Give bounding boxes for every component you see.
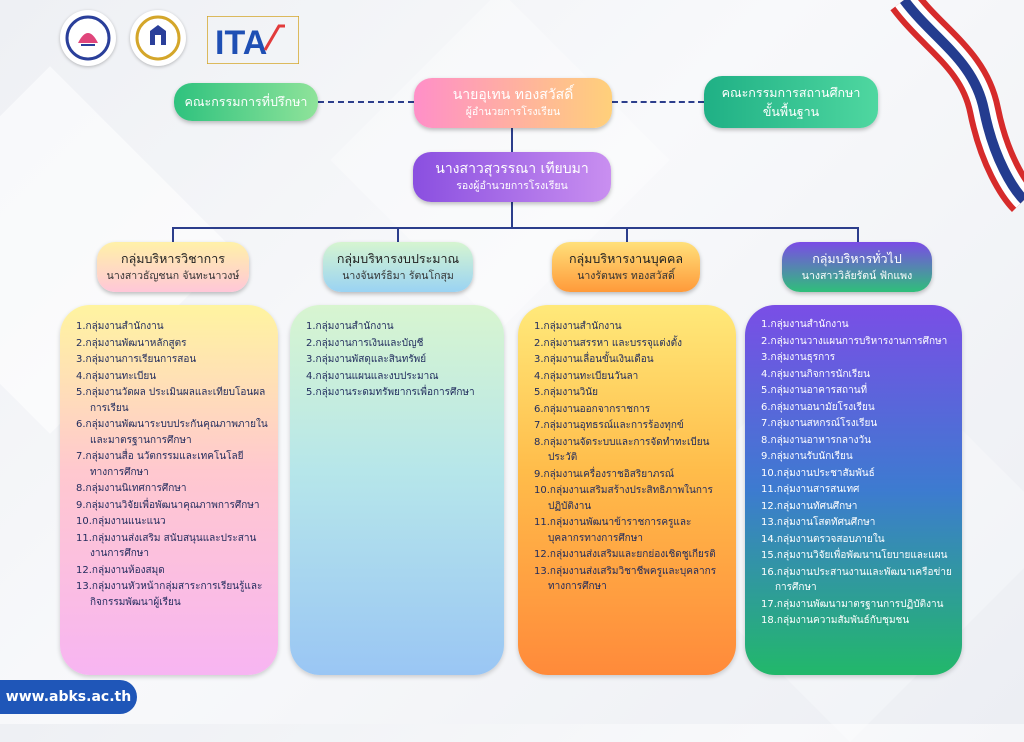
group-budget-head: นางจันทร์ธิมา รัตนโกสุม: [342, 270, 454, 282]
list-item: 11.กลุ่มงานสารสนเทศ: [761, 484, 860, 495]
budget-task-list: 1.กลุ่มงานสำนักงาน 2.กลุ่มงานการเงินและบ…: [290, 305, 504, 675]
connector-director-deputy: [511, 126, 513, 152]
director-box: นายอุเทน ทองสวัสดิ์ ผู้อำนวยการโรงเรียน: [414, 78, 612, 128]
group-personnel-head: นางรัตนพร ทองสวัสดิ์: [577, 270, 675, 282]
list-item: 9.กลุ่มงานเครื่องราชอิสริยาภรณ์: [534, 468, 674, 480]
emblem-logo-icon: [130, 10, 186, 66]
list-item: 13.กลุ่มงานส่งเสริมวิชาชีพครูและบุคลากรท…: [534, 565, 717, 593]
list-item: 4.กลุ่มงานแผนและงบประมาณ: [306, 370, 439, 382]
list-item: 9.กลุ่มงานรับนักเรียน: [761, 451, 853, 462]
group-budget-title: กลุ่มบริหารงบประมาณ: [336, 251, 460, 266]
advisory-committee-label: คณะกรรมการที่ปรึกษา: [184, 94, 308, 109]
list-item: 5.กลุ่มงานอาคารสถานที่: [761, 385, 868, 396]
connector-group-4: [857, 227, 859, 244]
list-item: 14.กลุ่มงานตรวจสอบภายใน: [761, 533, 885, 545]
connector-group-1: [172, 227, 174, 244]
academic-task-list: 1.กลุ่มงานสำนักงาน 2.กลุ่มงานพัฒนาหลักสู…: [60, 305, 278, 675]
general-task-list: 1.กลุ่มงานสำนักงาน 2.กลุ่มงานวางแผนการบร…: [745, 305, 962, 675]
list-item: 15.กลุ่มงานวิจัยเพื่อพัฒนานโยบายและแผน: [761, 550, 948, 561]
group-academic-title: กลุ่มบริหารวิชาการ: [121, 251, 225, 266]
list-item: 8.กลุ่มงานอาหารกลางวัน: [761, 434, 871, 446]
list-item: 7.กลุ่มงานสื่อ นวัตกรรมและเทคโนโลยีทางกา…: [76, 451, 244, 478]
group-budget-box: กลุ่มบริหารงบประมาณ นางจันทร์ธิมา รัตนโก…: [323, 242, 473, 292]
connector-deputy-down: [511, 200, 513, 228]
list-item: 4.กลุ่มงานทะเบียนวันลา: [534, 370, 639, 382]
list-item: 5.กลุ่มงานระดมทรัพยากรเพื่อการศึกษา: [306, 387, 475, 398]
personnel-task-list: 1.กลุ่มงานสำนักงาน 2.กลุ่มงานสรรหา และบร…: [518, 305, 736, 675]
list-item: 3.กลุ่มงานเลื่อนขั้นเงินเดือน: [534, 354, 654, 365]
list-item: 13.กลุ่มงานโสตทัศนศึกษา: [761, 517, 876, 528]
list-item: 8.กลุ่มงานนิเทศการศึกษา: [76, 483, 187, 494]
list-item: 6.กลุ่มงานอนามัยโรงเรียน: [761, 401, 875, 413]
list-item: 12.กลุ่มงานห้องสมุด: [76, 564, 165, 576]
list-item: 11.กลุ่มงานพัฒนาข้าราชการครูและบุคลากรทา…: [534, 517, 692, 544]
list-item: 18.กลุ่มงานความสัมพันธ์กับชุมชน: [761, 615, 910, 626]
list-item: 13.กลุ่มงานหัวหน้ากลุ่มสาระการเรียนรู้แล…: [76, 581, 263, 608]
list-item: 3.กลุ่มงานการเรียนการสอน: [76, 354, 197, 365]
list-item: 1.กลุ่มงานสำนักงาน: [534, 321, 622, 332]
list-item: 16.กลุ่มงานประสานงานและพัฒนาเครือข่ายการ…: [761, 566, 952, 594]
ita-logo-text: ITA: [215, 24, 267, 62]
list-item: 3.กลุ่มงานพัสดุและสินทรัพย์: [306, 354, 427, 365]
connector-group-3: [626, 227, 628, 244]
group-academic-head: นางสาวธัญชนก จันทะนาวงษ์: [106, 270, 240, 282]
basic-committee-line1: คณะกรรมการสถานศึกษา: [721, 84, 861, 100]
list-item: 6.กลุ่มงานออกจากราชการ: [534, 403, 651, 415]
group-personnel-box: กลุ่มบริหารงานบุคคล นางรัตนพร ทองสวัสดิ์: [552, 242, 700, 292]
list-item: 5.กลุ่มงานวินัย: [534, 387, 598, 398]
list-item: 4.กลุ่มงานทะเบียน: [76, 370, 157, 382]
list-item: 6.กลุ่มงานพัฒนาระบบประกันคุณภาพภายใน และ…: [76, 419, 268, 446]
list-item: 3.กลุ่มงานธุรการ: [761, 352, 836, 363]
list-item: 7.กลุ่มงานสหกรณ์โรงเรียน: [761, 418, 878, 429]
basic-committee-line2: ขั้นพื้นฐาน: [762, 103, 820, 119]
website-link[interactable]: www.abks.ac.th: [0, 680, 137, 714]
deputy-name: นางสาวสุวรรณา เทียบมา: [435, 161, 589, 177]
list-item: 5.กลุ่มงานวัดผล ประเมินผลและเทียบโอนผลกา…: [76, 387, 266, 414]
director-title: ผู้อำนวยการโรงเรียน: [465, 106, 561, 118]
list-item: 17.กลุ่มงานพัฒนามาตรฐานการปฏิบัติงาน: [761, 598, 944, 610]
list-item: 11.กลุ่มงานส่งเสริม สนับสนุนและประสานงาน…: [76, 532, 257, 560]
list-item: 2.กลุ่มงานสรรหา และบรรจุแต่งตั้ง: [534, 337, 682, 349]
deputy-box: นางสาวสุวรรณา เทียบมา รองผู้อำนวยการโรงเ…: [413, 152, 611, 202]
list-item: 1.กลุ่มงานสำนักงาน: [761, 319, 849, 330]
group-academic-box: กลุ่มบริหารวิชาการ นางสาวธัญชนก จันทะนาว…: [97, 242, 249, 292]
basic-committee-box: คณะกรรมการสถานศึกษา ขั้นพื้นฐาน: [704, 76, 878, 128]
list-item: 8.กลุ่มงานจัดระบบและการจัดทำทะเบียนประวั…: [534, 436, 710, 464]
list-item: 2.กลุ่มงานการเงินและบัญชี: [306, 337, 424, 349]
website-url[interactable]: www.abks.ac.th: [5, 689, 132, 705]
group-general-title: กลุ่มบริหารทั่วไป: [812, 251, 902, 266]
advisory-committee-box: คณะกรรมการที่ปรึกษา: [174, 83, 318, 121]
group-general-box: กลุ่มบริหารทั่วไป นางสาววิลัยรัตน์ ฟักแพ…: [782, 242, 932, 292]
deputy-title: รองผู้อำนวยการโรงเรียน: [456, 180, 568, 192]
list-item: 9.กลุ่มงานวิจัยเพื่อพัฒนาคุณภาพการศึกษา: [76, 499, 260, 511]
list-item: 10.กลุ่มงานแนะแนว: [76, 516, 166, 527]
list-item: 12.กลุ่มงานทัศนศึกษา: [761, 500, 858, 512]
list-item: 4.กลุ่มงานกิจการนักเรียน: [761, 368, 870, 380]
group-personnel-title: กลุ่มบริหารงานบุคคล: [568, 251, 684, 266]
connector-advisory: [318, 101, 414, 103]
connector-committee: [612, 101, 704, 103]
list-item: 2.กลุ่มงานวางแผนการบริหารงานการศึกษา: [761, 335, 948, 347]
thai-flag-ribbon-icon: [890, 0, 1024, 213]
group-general-head: นางสาววิลัยรัตน์ ฟักแพง: [801, 270, 913, 282]
list-item: 2.กลุ่มงานพัฒนาหลักสูตร: [76, 337, 187, 349]
director-name: นายอุเทน ทองสวัสดิ์: [452, 87, 574, 103]
list-item: 10.กลุ่มงานประชาสัมพันธ์: [761, 467, 875, 479]
school-logo-icon: [60, 10, 116, 66]
list-item: 1.กลุ่มงานสำนักงาน: [76, 321, 164, 332]
ita-logo-icon: ITA: [206, 15, 300, 65]
list-item: 7.กลุ่มงานอุทธรณ์และการร้องทุกข์: [534, 420, 684, 431]
connector-group-2: [397, 227, 399, 244]
list-item: 1.กลุ่มงานสำนักงาน: [306, 321, 394, 332]
list-item: 10.กลุ่มงานเสริมสร้างประสิทธิภาพในการปฏิ…: [534, 485, 713, 512]
connector-horizontal: [172, 227, 858, 229]
list-item: 12.กลุ่มงานส่งเสริมและยกย่องเชิดชูเกียรต…: [534, 549, 716, 560]
